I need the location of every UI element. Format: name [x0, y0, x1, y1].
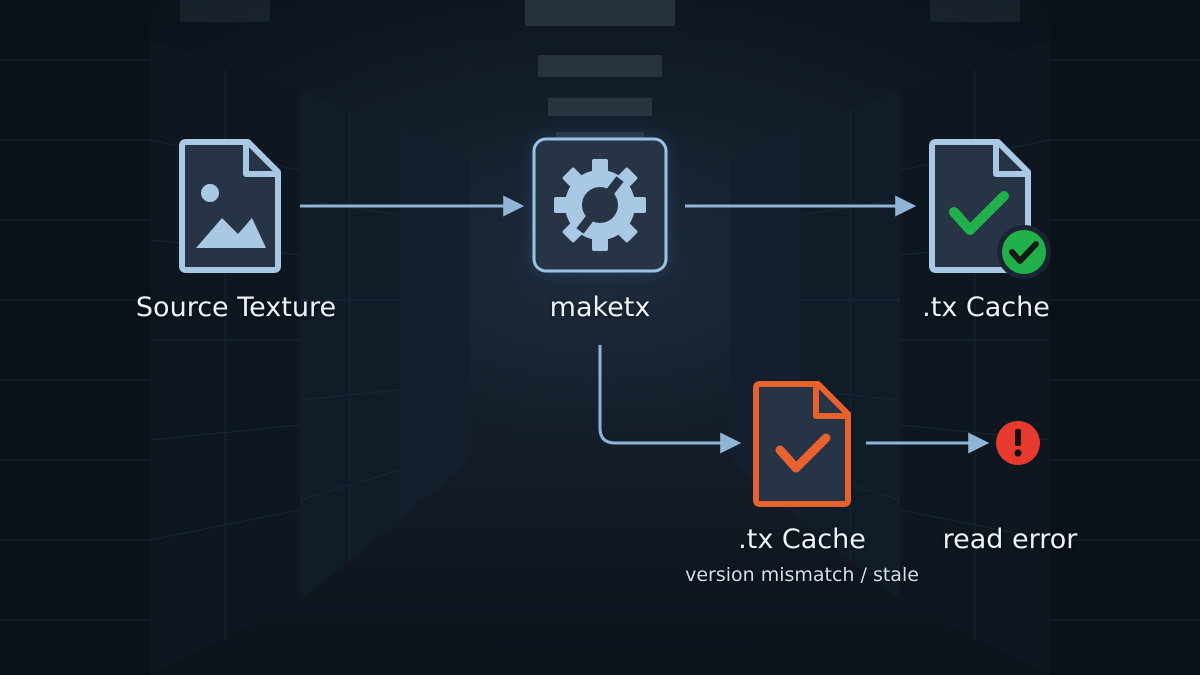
maketx-label: maketx	[549, 292, 651, 323]
tx-cache-stale-label: .tx Cache	[738, 524, 866, 555]
read-error-label: read error	[942, 524, 1078, 555]
check-circle-icon	[997, 225, 1051, 279]
image-file-icon	[179, 139, 281, 273]
tx-cache-ok-label: .tx Cache	[922, 292, 1050, 323]
exclamation-circle-icon	[996, 421, 1040, 465]
stale-file-check-icon	[753, 381, 851, 507]
gear-convert-icon	[532, 137, 668, 273]
tx-cache-stale-sublabel: version mismatch / stale	[685, 564, 919, 586]
connector-maketx-to-stale-cache	[598, 345, 742, 454]
source-texture-label: Source Texture	[135, 292, 337, 323]
